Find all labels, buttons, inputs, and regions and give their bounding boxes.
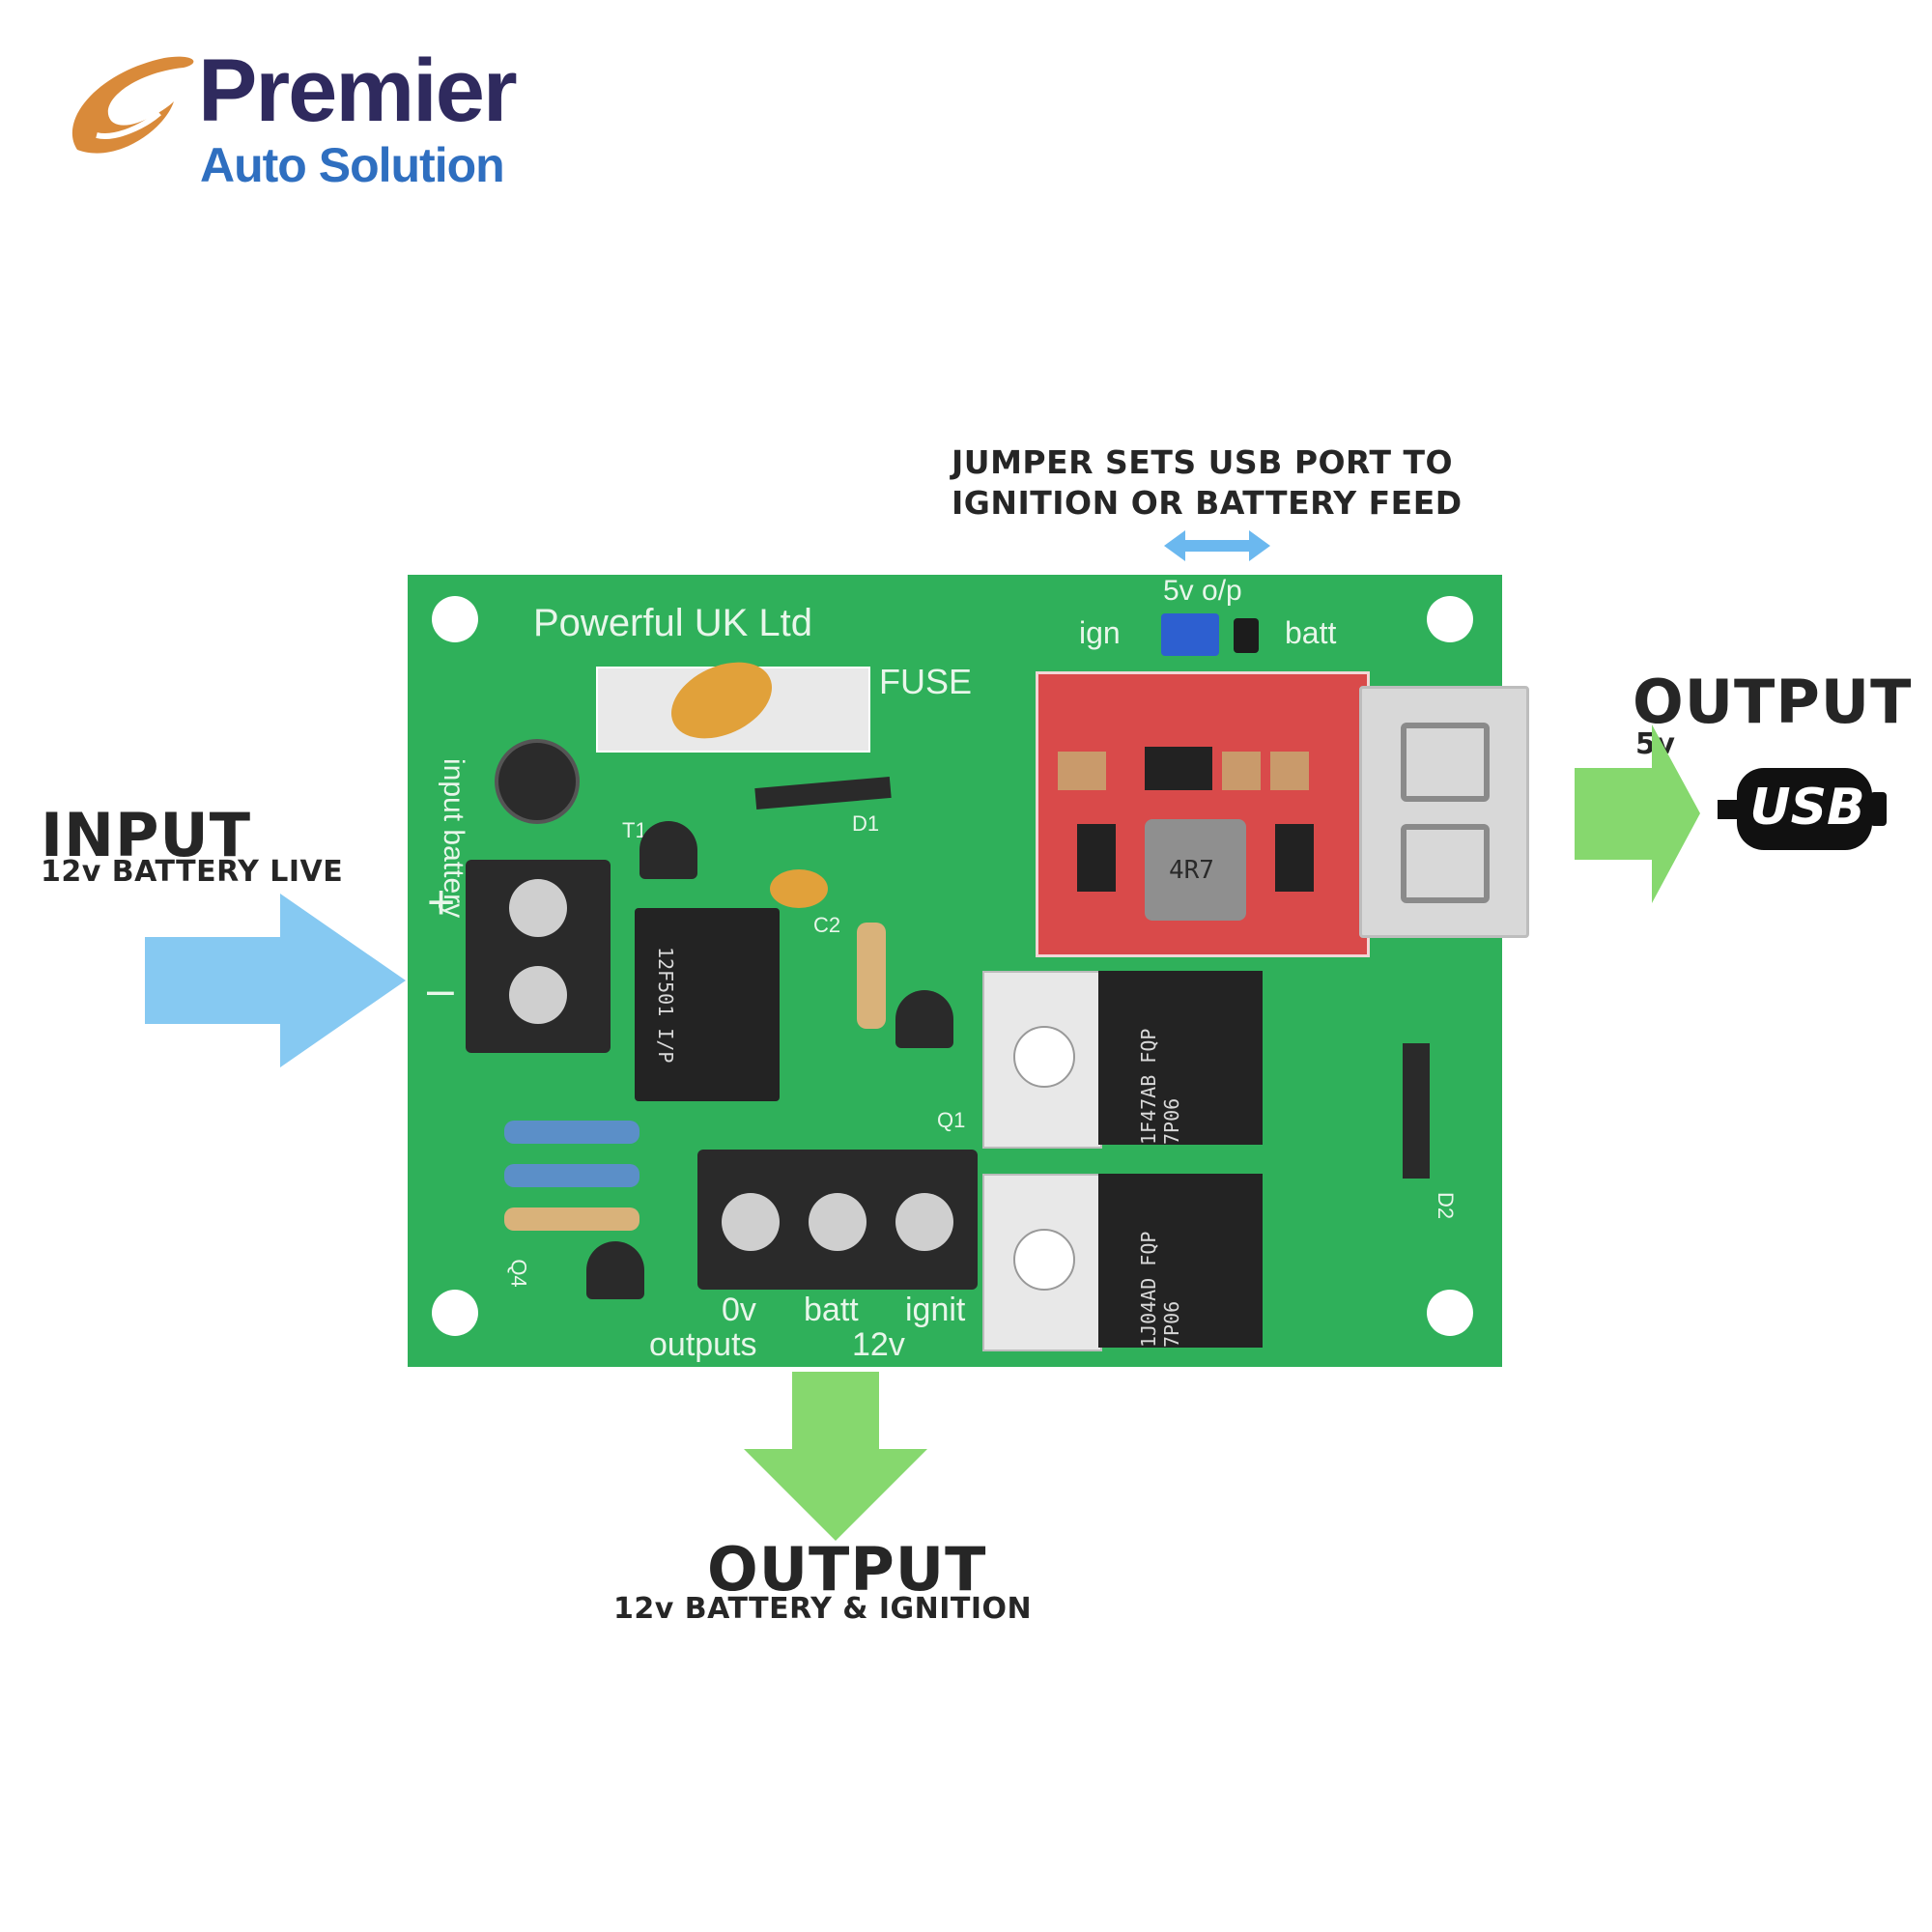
jumper-right-label: batt [1285, 615, 1337, 650]
diode-d1 [754, 776, 892, 810]
board-maker-label: Powerful UK Ltd [533, 602, 813, 644]
usb-badge-text: USB [1749, 779, 1865, 837]
double-arrow-icon [1164, 530, 1270, 561]
input-plus-label: + [427, 875, 456, 929]
usb-port-slot [1401, 723, 1490, 802]
transistor-q1 [895, 990, 953, 1048]
diode-d2 [1403, 1043, 1430, 1179]
jumper-callout-line2: IGNITION OR BATTERY FEED [952, 484, 1463, 522]
pcb-board: Powerful UK Ltd FUSE 5v o/p ign batt inp… [408, 575, 1529, 1367]
mosfet-tab [982, 971, 1102, 1149]
out-batt-label: batt [804, 1292, 859, 1328]
usb-output-arrow [1575, 724, 1700, 903]
mounting-hole [1427, 1290, 1473, 1336]
ic-chip: 12F501 I/P [635, 908, 780, 1101]
usb-module: 4R7 [1036, 671, 1370, 957]
input-label: input battery [437, 758, 469, 918]
fuse-label: FUSE [879, 662, 973, 701]
smd-capacitor [1058, 752, 1106, 790]
smd-diode [1275, 824, 1314, 892]
mosfet1-marking: 1F47AB FQP 7P06 [1137, 1028, 1183, 1145]
smd-capacitor [1270, 752, 1309, 790]
smd-diode [1077, 824, 1116, 892]
jumper-header[interactable] [1161, 613, 1219, 656]
brand-tagline: Auto Solution [200, 138, 505, 192]
usb-plug-icon [1718, 768, 1887, 850]
mounting-hole [432, 1290, 478, 1336]
bottom-output-subtitle: 12v BATTERY & IGNITION [613, 1592, 1033, 1626]
inductor-marking: 4R7 [1169, 856, 1214, 885]
smd-capacitor [1222, 752, 1261, 790]
c2-label: C2 [813, 913, 841, 937]
terminal-screw [895, 1193, 953, 1251]
smd-ic [1145, 747, 1212, 790]
out-ignit-label: ignit [905, 1292, 966, 1328]
terminal-screw [509, 966, 567, 1024]
mosfet-hole [1013, 1026, 1075, 1088]
d2-label: D2 [1434, 1191, 1459, 1220]
input-terminal-block [466, 860, 611, 1053]
q4-label: Q4 [506, 1259, 531, 1288]
resistor [857, 923, 886, 1029]
output-terminal-block [697, 1150, 978, 1290]
usb-port[interactable] [1359, 686, 1529, 938]
mosfet2-marking: 1J04AD FQP 7P06 [1137, 1231, 1183, 1348]
usb-output-title: OUTPUT [1633, 667, 1913, 737]
d1-label: D1 [852, 811, 880, 836]
resistor [504, 1164, 639, 1187]
jumper-callout: JUMPER SETS USB PORT TO IGNITION OR BATT… [952, 442, 1492, 524]
electrolytic-capacitor [495, 739, 580, 824]
out-0v-label: 0v [722, 1292, 756, 1328]
out-12v-label: 12v [852, 1326, 905, 1363]
jumper-label: 5v o/p [1163, 575, 1242, 607]
transistor-t1 [639, 821, 697, 879]
input-arrow [145, 894, 406, 1067]
brand-name: Premier [198, 42, 518, 140]
input-subtitle: 12v BATTERY LIVE [41, 855, 344, 889]
inductor: 4R7 [1145, 819, 1246, 921]
usb-badge: USB [1718, 763, 1887, 855]
mosfet-body: 1J04AD FQP 7P06 [1098, 1174, 1263, 1348]
bottom-output-title: OUTPUT [707, 1534, 987, 1605]
brand-logo [58, 39, 560, 203]
ic-marking: 12F501 I/P [654, 947, 677, 1064]
jumper-left-label: ign [1079, 615, 1121, 650]
mounting-hole [432, 596, 478, 642]
usb-port-slot [1401, 824, 1490, 903]
out-outputs-label: outputs [649, 1326, 757, 1363]
input-label-line1: input [438, 758, 469, 822]
mosfet-body: 1F47AB FQP 7P06 [1098, 971, 1263, 1145]
transistor-q4 [586, 1241, 644, 1299]
input-title: INPUT [41, 800, 252, 870]
mounting-hole [1427, 596, 1473, 642]
input-label-line2: battery [438, 829, 469, 919]
mosfet-tab [982, 1174, 1102, 1351]
jumper-callout-line1: JUMPER SETS USB PORT TO [952, 443, 1454, 481]
terminal-screw [809, 1193, 867, 1251]
terminal-screw [722, 1193, 780, 1251]
jumper-pin [1234, 618, 1259, 653]
input-minus-label: – [427, 962, 454, 1016]
terminal-screw [509, 879, 567, 937]
capacitor-c2 [770, 869, 828, 908]
swirl-icon [71, 56, 194, 154]
mosfet-hole [1013, 1229, 1075, 1291]
resistor [504, 1208, 639, 1231]
bottom-output-arrow [744, 1372, 927, 1541]
resistor [504, 1121, 639, 1144]
q1-label: Q1 [937, 1108, 966, 1132]
